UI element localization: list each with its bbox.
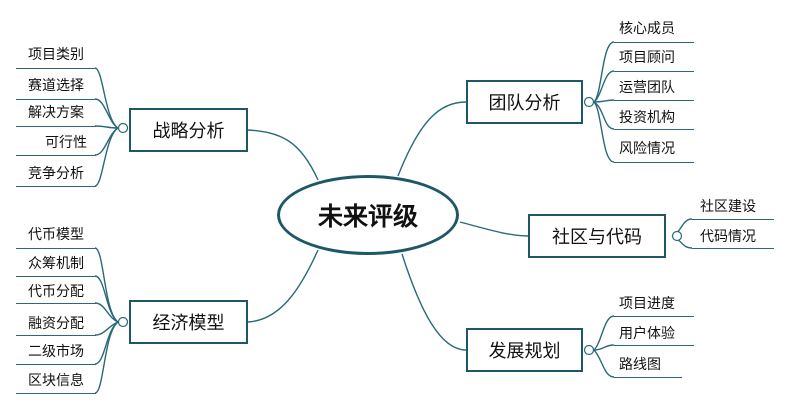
link-development-3 [593,349,615,378]
leaf-strategy-3[interactable]: 解决方案 [28,105,84,121]
underline [614,100,694,101]
underline [614,316,694,317]
node-team[interactable]: 团队分析 [466,80,583,124]
link-economy-5 [94,321,119,365]
link-strategy-2 [94,98,119,129]
link-center-strategy [247,129,319,181]
underline [16,335,96,336]
link-team-2 [593,70,615,103]
underline [614,42,694,43]
leaf-strategy-4[interactable]: 可行性 [45,135,87,151]
leaf-economy-6[interactable]: 区块信息 [28,373,84,389]
leaf-team-4[interactable]: 投资机构 [619,110,675,126]
link-development-2 [593,344,615,351]
link-economy-3 [94,302,119,323]
link-center-team [397,101,467,177]
node-development[interactable]: 发展规划 [466,328,583,372]
leaf-development-2[interactable]: 用户体验 [619,326,675,342]
underline [16,126,96,127]
link-strategy-5 [94,127,119,187]
leaf-team-5[interactable]: 风险情况 [619,141,675,157]
underline [16,186,96,187]
leaf-strategy-5[interactable]: 竞争分析 [28,166,84,182]
underline [16,155,96,156]
underline [614,377,682,378]
collapse-toggle-team [583,96,595,108]
link-economy-4 [94,321,119,336]
link-strategy-3 [94,125,119,129]
underline [692,219,774,220]
node-strategy[interactable]: 战略分析 [129,108,248,152]
underline [16,68,96,69]
link-center-community [459,221,529,237]
leaf-economy-2[interactable]: 众筹机制 [28,256,84,272]
underline [16,393,96,394]
collapse-toggle-strategy [117,122,129,134]
underline [16,276,96,277]
underline [692,248,774,249]
underline [16,99,96,100]
link-team-3 [593,99,615,103]
collapse-toggle-economy [117,316,129,328]
link-economy-6 [94,321,119,394]
leaf-strategy-2[interactable]: 赛道选择 [28,78,84,94]
link-center-development [401,253,467,351]
collapse-toggle-community [671,230,683,242]
leaf-development-1[interactable]: 项目进度 [619,296,675,312]
leaf-economy-1[interactable]: 代币模型 [28,227,84,243]
node-economy[interactable]: 经济模型 [129,300,248,344]
underline [614,345,694,346]
link-development-1 [593,315,615,351]
link-strategy-1 [94,67,119,129]
leaf-community-1[interactable]: 社区建设 [700,199,756,215]
link-team-4 [593,101,615,130]
center-node[interactable]: 未来评级 [277,175,459,255]
leaf-community-2[interactable]: 代码情况 [700,229,756,245]
underline [16,303,96,304]
underline [16,248,96,249]
leaf-strategy-1[interactable]: 项目类别 [28,47,84,63]
node-community[interactable]: 社区与代码 [528,214,666,258]
collapse-toggle-development [583,344,595,356]
link-center-economy [247,249,319,323]
leaf-team-3[interactable]: 运营团队 [619,80,675,96]
link-team-5 [593,101,615,163]
link-economy-2 [94,275,119,323]
leaf-team-1[interactable]: 核心成员 [619,21,675,37]
underline [614,162,694,163]
leaf-team-2[interactable]: 项目顾问 [619,50,675,66]
underline [16,364,96,365]
leaf-economy-4[interactable]: 融资分配 [28,316,84,332]
underline [614,129,694,130]
leaf-economy-5[interactable]: 二级市场 [28,344,84,360]
leaf-economy-3[interactable]: 代币分配 [28,284,84,300]
leaf-development-3[interactable]: 路线图 [619,357,661,373]
underline [614,71,694,72]
